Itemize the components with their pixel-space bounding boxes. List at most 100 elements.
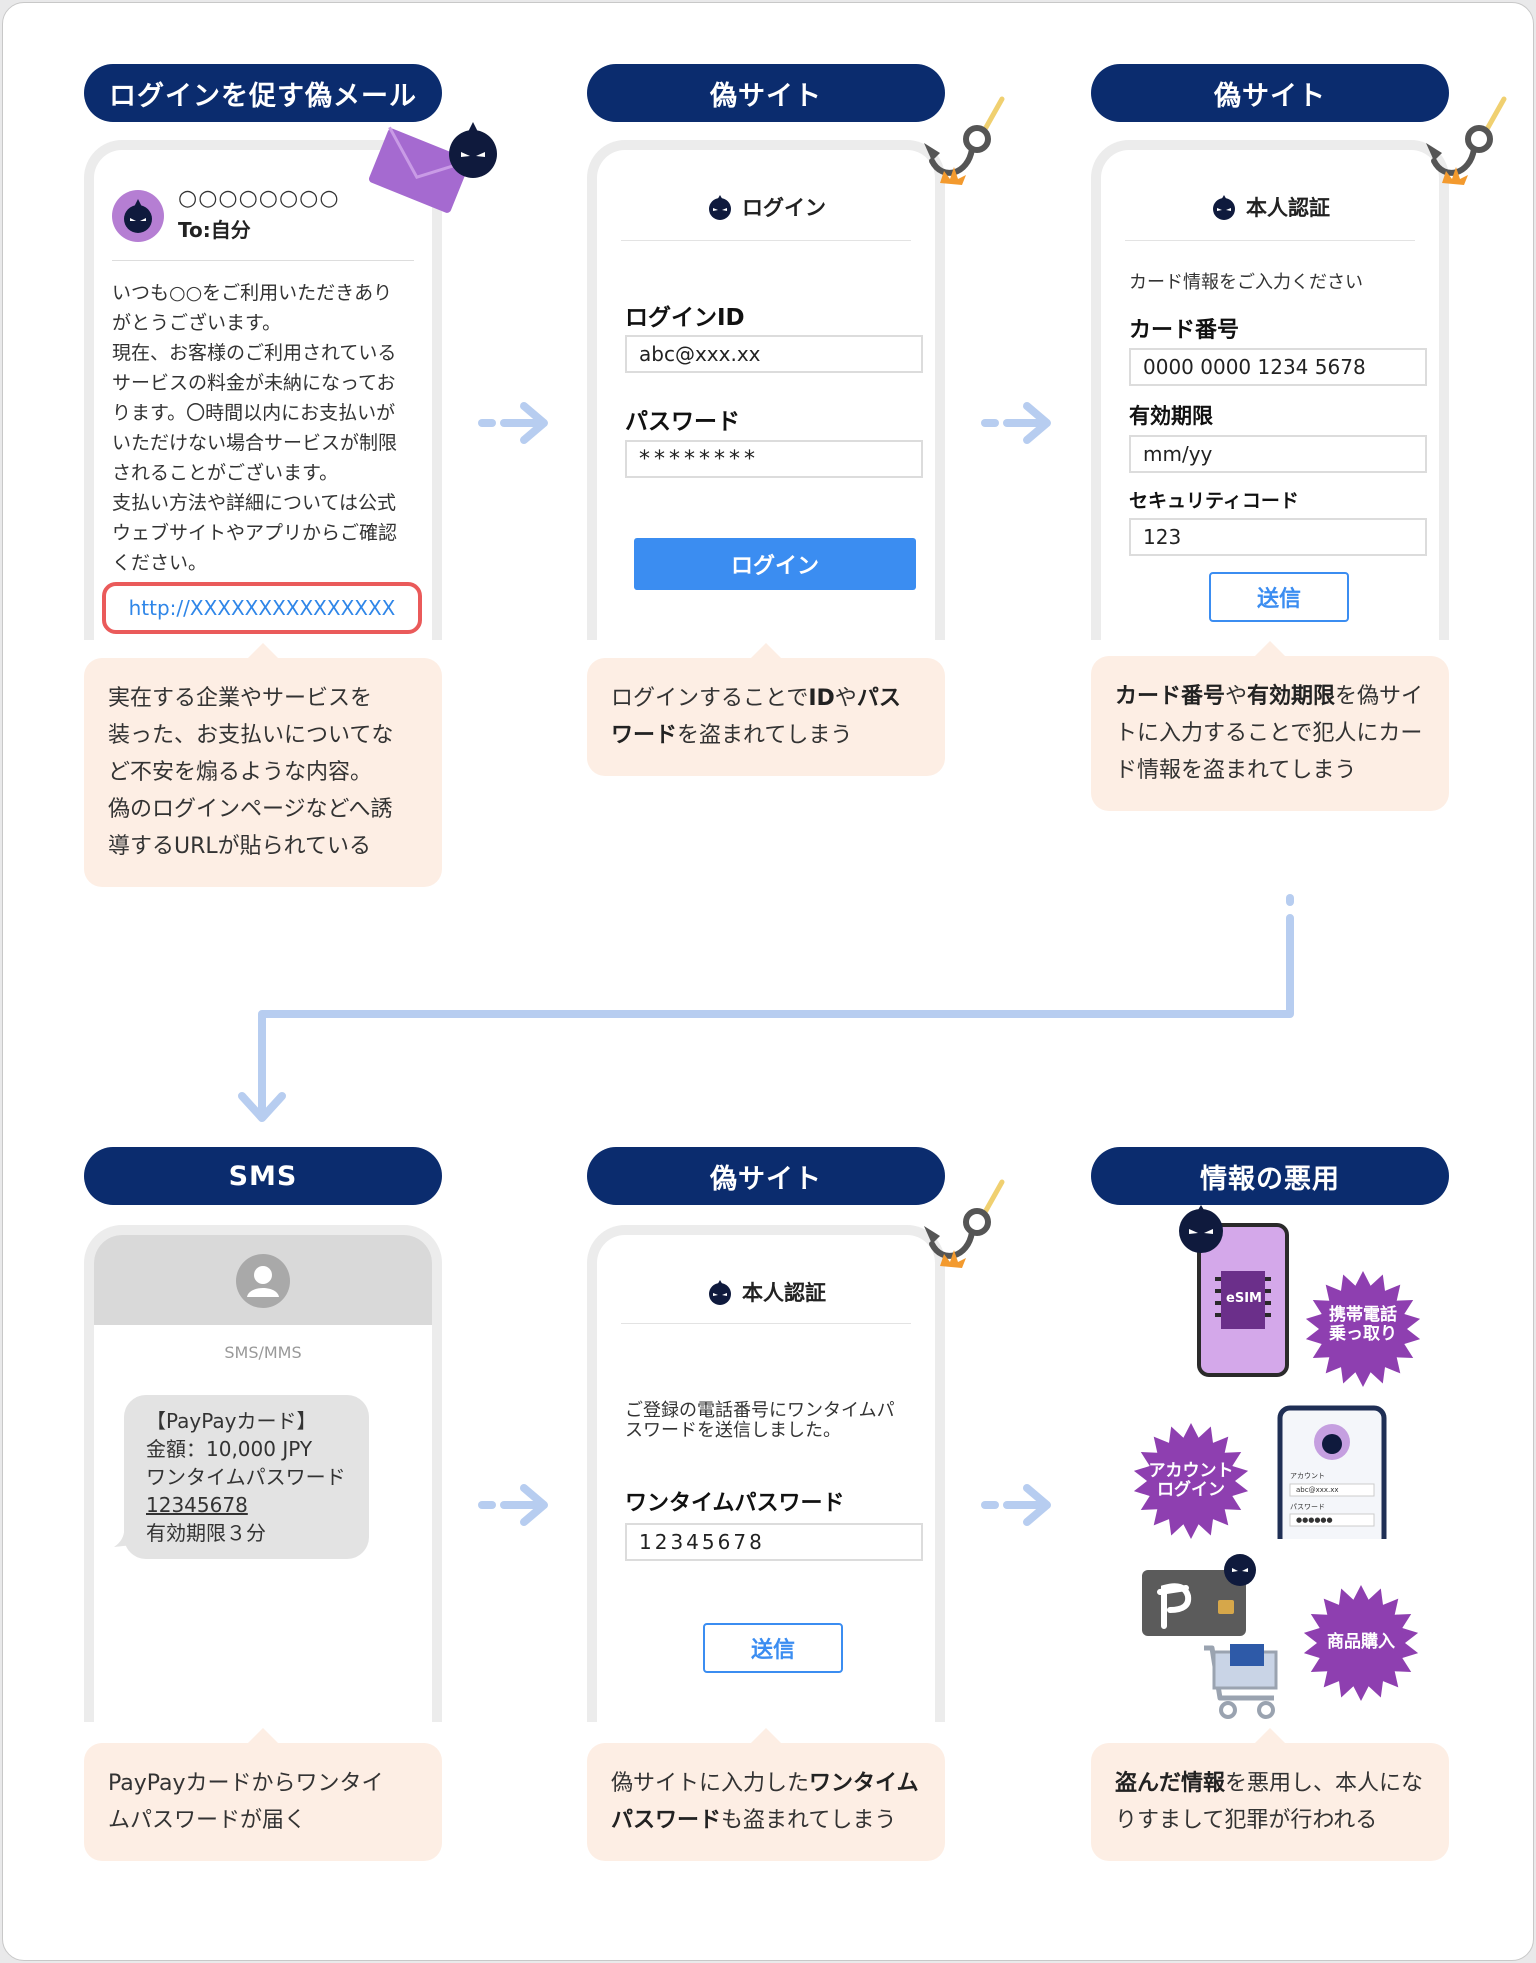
fishing-hook-icon: [924, 1179, 1005, 1268]
callout-sms: PayPayカードからワンタイムパスワードが届く: [84, 1728, 442, 1861]
otp-label: ワンタイムパスワード: [625, 1491, 845, 1516]
callout-card: カード番号や有効期限を偽サイトに入力することで犯人にカード情報を盗まれてしまう: [1091, 641, 1449, 811]
callout-bold-otp: ワンタイムパスワード: [611, 1771, 919, 1833]
callout-otp: 偽サイトに入力したワンタイムパスワードも盗まれてしまう: [587, 1728, 945, 1861]
mini-login-phone-icon: [1277, 1405, 1387, 1539]
mail-body-line: ウェブサイトやアプリからご確認: [112, 522, 398, 544]
otp-intro-line: スワードを送信しました。: [625, 1420, 841, 1441]
card-cart-icon: [1142, 1554, 1278, 1719]
starburst-icon: [1305, 1271, 1421, 1387]
otp-intro: ご登録の電話番号にワンタイムパスワードを送信しました。: [625, 1401, 895, 1441]
callout-bold-card-number: カード番号: [1115, 684, 1226, 709]
auth-title: 本人認証: [1101, 192, 1439, 222]
sms-header-bar: [94, 1235, 432, 1325]
sms-line: 【PayPayカード】: [146, 1409, 317, 1433]
callout-bold-password: パスワード: [611, 686, 901, 748]
otp-intro-line: ご登録の電話番号にワンタイムパ: [625, 1400, 895, 1421]
starburst-icon: [1133, 1423, 1249, 1539]
mail-body-line: 現在、お客様のご利用されている: [112, 342, 397, 364]
card-intro: カード情報をご入力ください: [1129, 272, 1363, 293]
login-button[interactable]: ログイン: [634, 538, 916, 590]
callout-line: PayPayカードからワンタイ: [108, 1771, 384, 1796]
burst-line: 乗っ取り: [1329, 1324, 1397, 1344]
phishing-link[interactable]: http://XXXXXXXXXXXXXXX: [102, 582, 422, 634]
login-id-label: ログインID: [625, 305, 745, 331]
mail-divider: [112, 260, 414, 261]
burst-line: 携帯電話: [1329, 1305, 1397, 1325]
callout-text: を偽サイトに入力することで犯人にカード情報を盗まれてしまう: [1115, 684, 1424, 783]
otp-title-text: 本人認証: [742, 1281, 826, 1305]
arrow-right-icon: [478, 402, 548, 444]
phone-fake-login: ログイン ログインID abc@xxx.xx パスワード ******** ログ…: [587, 140, 945, 640]
password-input[interactable]: ********: [625, 440, 923, 478]
callout-login: ログインすることでIDやパスワードを盗まれてしまう: [587, 643, 945, 776]
monster-icon: [709, 195, 731, 220]
burst-phone-hijack: 携帯電話乗っ取り: [1302, 1306, 1424, 1344]
sms-expiry: 有効期限３分: [146, 1521, 266, 1545]
callout-sms-text: PayPayカードからワンタイムパスワードが届く: [108, 1765, 418, 1839]
callout-text: や: [1225, 684, 1248, 709]
fishing-hook-icon: [1426, 96, 1507, 185]
card-number-input[interactable]: 0000 0000 1234 5678: [1129, 348, 1427, 386]
envelope-icon: [368, 122, 497, 213]
mini-password-label: パスワード: [1290, 1503, 1325, 1511]
phone-fake-card: 本人認証 カード情報をご入力ください カード番号 0000 0000 1234 …: [1091, 140, 1449, 640]
mail-body-line: 支払い方法や詳細については公式: [112, 492, 397, 514]
callout-bold-stolen-info: 盗んだ情報: [1115, 1771, 1226, 1796]
password-label: パスワード: [625, 409, 740, 435]
callout-line: 実在する企業やサービスを: [108, 686, 373, 711]
header-fake-site-1: 偽サイト: [587, 64, 945, 122]
mail-body-line: いただけない場合サービスが制限: [112, 432, 398, 454]
callout-bold-id: ID: [808, 686, 835, 711]
connector-arrow: [238, 894, 1294, 1122]
expiry-input[interactable]: mm/yy: [1129, 435, 1427, 473]
auth-title-text: 本人認証: [1246, 196, 1330, 220]
callout-mail-text: 実在する企業やサービスを装った、お支払いについてなど不安を煽るような内容。偽のロ…: [108, 680, 418, 865]
divider: [1125, 240, 1415, 241]
contact-avatar-icon: [236, 1254, 290, 1308]
header-misuse: 情報の悪用: [1091, 1147, 1449, 1205]
header-phishing-mail: ログインを促す偽メール: [84, 64, 442, 122]
otp-input[interactable]: 12345678: [625, 1523, 923, 1561]
mail-body-line: ります。〇時間以内にお支払いが: [112, 402, 396, 424]
phone-fake-otp: 本人認証 ご登録の電話番号にワンタイムパスワードを送信しました。 ワンタイムパス…: [587, 1225, 945, 1722]
callout-text: を盗まれてしまう: [677, 723, 853, 748]
otp-title: 本人認証: [597, 1277, 935, 1307]
burst-line: ログイン: [1157, 1480, 1225, 1500]
divider: [621, 240, 911, 241]
callout-text: も盗まれてしまう: [721, 1808, 897, 1833]
monster-icon: [709, 1280, 731, 1305]
mail-body: いつも○○をご利用いただきありがとうございます。現在、お客様のご利用されているサ…: [112, 278, 422, 578]
sms-otp-code[interactable]: 12345678: [146, 1493, 248, 1517]
callout-line: 装った、お支払いについてな: [108, 723, 394, 748]
esim-phone-icon: [1179, 1205, 1289, 1377]
mini-account-value: abc@xxx.xx: [1296, 1486, 1339, 1494]
callout-text: や: [834, 686, 857, 711]
card-number-label: カード番号: [1129, 318, 1240, 343]
arrow-right-icon: [981, 1484, 1051, 1526]
login-id-input[interactable]: abc@xxx.xx: [625, 335, 923, 373]
callout-mail: 実在する企業やサービスを装った、お支払いについてなど不安を煽るような内容。偽のロ…: [84, 643, 442, 887]
security-code-input[interactable]: 123: [1129, 518, 1427, 556]
send-button[interactable]: 送信: [703, 1623, 843, 1673]
security-code-label: セキュリティコード: [1129, 490, 1299, 512]
callout-line: ムパスワードが届く: [108, 1808, 307, 1833]
divider: [621, 1323, 911, 1324]
arrow-right-icon: [478, 1484, 548, 1526]
esim-label: eSIM: [1226, 1291, 1262, 1306]
callout-bold-expiry: 有効期限: [1247, 684, 1336, 709]
callout-line: ど不安を煽るような内容。: [108, 760, 373, 785]
mini-password-value: ●●●●●●: [1296, 1516, 1333, 1524]
phone-mail: ○○○○○○○○ To:自分 いつも○○をご利用いただきありがとうございます。現…: [84, 140, 442, 640]
mail-body-line: ください。: [112, 552, 208, 574]
burst-line: アカウント: [1148, 1461, 1234, 1481]
send-button[interactable]: 送信: [1209, 572, 1349, 622]
starburst-icon: [1303, 1585, 1419, 1701]
recipient: To:自分: [178, 218, 251, 242]
login-title: ログイン: [597, 192, 935, 222]
sms-line: ワンタイムパスワード: [146, 1465, 346, 1489]
mail-body-line: がとうございます。: [112, 312, 282, 334]
